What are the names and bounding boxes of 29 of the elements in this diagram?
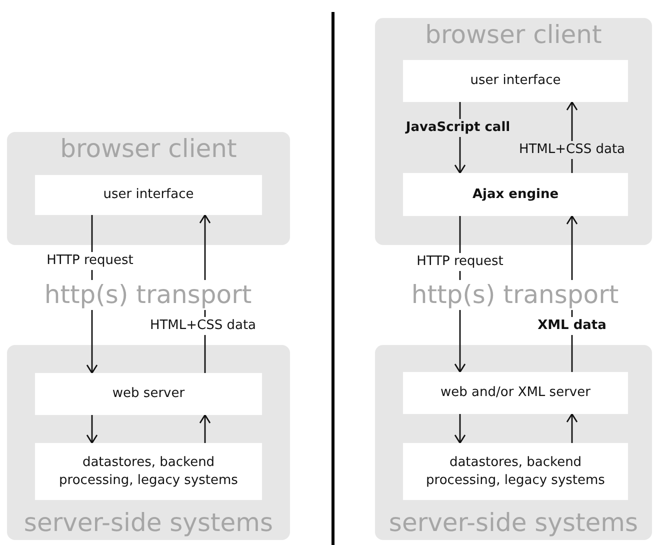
group-panel — [375, 18, 652, 245]
group-heading: server-side systems — [24, 508, 274, 538]
arrow — [454, 414, 466, 444]
group-heading: server-side systems — [388, 508, 638, 538]
arrow — [566, 413, 578, 443]
box-label: web and/or XML server — [440, 384, 590, 402]
box-label: datastores, backend processing, legacy systems — [425, 454, 606, 490]
arrow — [86, 415, 98, 444]
group-heading: browser client — [425, 20, 602, 50]
group-heading: browser client — [60, 134, 237, 164]
edge-label: XML data — [536, 317, 608, 335]
arrow — [199, 414, 211, 443]
group-panel — [375, 345, 652, 540]
box-label: user interface — [470, 72, 561, 90]
edge-label: HTTP request — [414, 253, 506, 271]
box-label: user interface — [103, 186, 194, 204]
process-box — [403, 173, 628, 216]
process-box — [403, 372, 628, 414]
box-label: web server — [112, 385, 185, 403]
box-label: datastores, backend processing, legacy systems — [58, 454, 239, 490]
edge-label: HTTP request — [44, 252, 136, 270]
group-panel — [7, 132, 290, 245]
process-box — [35, 175, 262, 215]
process-box — [403, 443, 628, 500]
process-box — [403, 60, 628, 102]
process-box — [35, 443, 262, 500]
box-label: Ajax engine — [472, 186, 559, 204]
process-box — [35, 373, 262, 415]
group-panel — [7, 345, 290, 540]
